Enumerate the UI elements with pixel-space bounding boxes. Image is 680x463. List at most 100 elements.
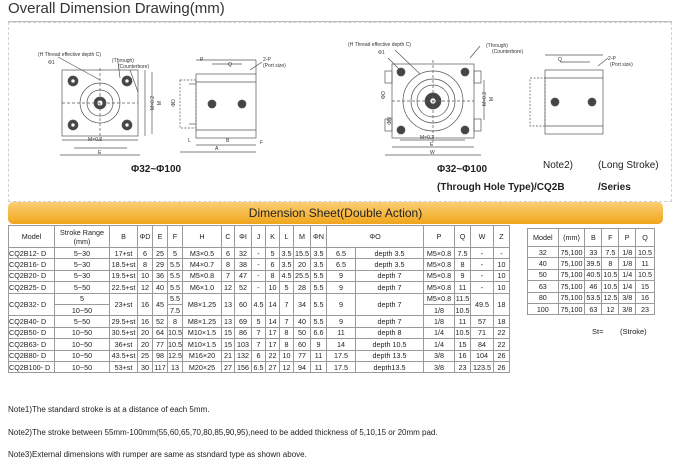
table-cell: 15 (454, 338, 471, 351)
right-phio-label: ΦO (380, 91, 387, 99)
table-cell: 22 (493, 338, 510, 351)
table-cell: 9 (310, 338, 327, 351)
table-cell: 36+st (109, 338, 138, 351)
table-cell: 17 (265, 326, 280, 340)
table-cell: 123.5 (470, 360, 494, 374)
col-header: C (221, 225, 235, 248)
table-cell: 1/4 (423, 326, 455, 340)
table-cell: 23 (635, 302, 655, 316)
table-cell: 5 (54, 292, 110, 305)
table-cell: 5 (279, 281, 294, 294)
table-cell: 11 (635, 257, 655, 270)
table-cell: 1/4 (618, 268, 637, 282)
table-cell: CQ2B50- D (8, 326, 55, 340)
table-cell: 15.5 (293, 246, 311, 260)
table-cell: 38 (234, 258, 252, 271)
left-phid-label: ΦD (170, 99, 177, 107)
col-header: Model (8, 225, 55, 248)
table-cell: 5~50 (54, 315, 110, 328)
table-cell: 6.5 (325, 246, 357, 260)
table-cell: CQ2B20- D (8, 269, 55, 283)
table-cell: 8 (265, 269, 280, 283)
table-cell: 5 (265, 246, 280, 260)
right-phi1-label: Φ1 (378, 50, 385, 56)
table-cell: 32 (234, 246, 252, 260)
table-cell: 103 (234, 338, 252, 351)
table-cell: 13 (167, 360, 183, 374)
series-caption: /Series (598, 182, 631, 193)
long-stroke-caption: (Long Stroke) (598, 160, 659, 171)
table-cell: depth 8 (355, 326, 424, 340)
table-cell: 9 (325, 281, 357, 294)
dimension-table: Model Stroke Range (mm) B ΦD E F H C ΦI … (8, 225, 510, 374)
table-cell: 36 (152, 269, 168, 283)
table-cell: 5.5 (167, 258, 183, 271)
right-2p-label: 2-P (608, 56, 616, 62)
table-cell: 80 (527, 291, 559, 304)
table-cell: 4.5 (251, 292, 266, 317)
table-cell: depth 10.5 (355, 338, 424, 351)
table-cell: 20 (137, 338, 153, 351)
table-cell: CQ2B63- D (8, 338, 55, 351)
table-cell: 11 (454, 281, 471, 294)
col-header: Z (493, 225, 510, 248)
note-1: Note1)The standard stroke is at a distan… (8, 405, 210, 414)
table-cell: 20 (293, 258, 311, 271)
table-cell: 18.5+st (109, 258, 138, 271)
table-cell: 6 (265, 258, 280, 271)
table-cell: 15 (635, 280, 655, 293)
table-cell: 60 (234, 292, 252, 317)
left-front-view-drawing (57, 56, 153, 156)
table-cell: - (251, 269, 266, 283)
note2-caption: Note2) (543, 160, 574, 171)
table-cell: 84 (470, 338, 494, 351)
left-m-label: M (157, 100, 164, 106)
table-cell: 12 (601, 302, 620, 316)
table-cell: 3/8 (423, 349, 455, 362)
table-cell: 7.5 (601, 245, 620, 259)
page-title: Overall Dimension Drawing(mm) (8, 0, 225, 17)
note-3: Note3)External dimensions with rumper ar… (8, 450, 307, 459)
col-header: ΦO (326, 225, 424, 248)
left-side-view-drawing (179, 59, 263, 153)
left-port-size-label: (Port size) (263, 63, 286, 69)
table-cell: - (470, 281, 494, 294)
table-cell: 8 (454, 258, 471, 271)
table-cell: 30.5+st (109, 326, 138, 340)
table-cell: 7 (221, 269, 235, 283)
table-cell: 5.5 (310, 315, 327, 328)
table-cell: 5 (167, 246, 183, 260)
table-cell: M5×0.8 (423, 292, 455, 305)
title-divider (8, 21, 672, 22)
table-cell: 104 (470, 349, 494, 362)
left-mx02-v-label: M×0.2 (150, 95, 157, 111)
table-cell: depth 7 (355, 292, 424, 317)
table-cell: 22 (265, 349, 280, 362)
col-header: F (601, 228, 620, 247)
table-cell: 10.5 (454, 326, 471, 340)
table-cell: 75,100 (557, 280, 586, 293)
table-cell: 75,100 (557, 245, 586, 259)
col-header: Stroke Range (mm) (54, 225, 110, 248)
table-cell: 12.5 (167, 349, 183, 362)
right-phin-label: ΦN (386, 117, 393, 125)
col-header: P (618, 228, 637, 247)
table-cell: depth 7 (355, 315, 424, 328)
table-cell: 94 (293, 360, 311, 374)
right-front-view-drawing (384, 45, 485, 156)
table-cell: 10~50 (54, 338, 110, 351)
table-cell: 11.5 (454, 292, 471, 305)
table-cell: 47 (234, 269, 252, 283)
table-cell: 40 (293, 315, 311, 328)
right-mx02-h-label: M×0.2 (420, 135, 435, 141)
table-cell: 15 (221, 326, 235, 340)
table-cell: 32 (527, 245, 559, 259)
table-cell: 50 (527, 268, 559, 282)
table-cell: M20×25 (182, 360, 222, 374)
table-cell: 12 (137, 281, 153, 294)
